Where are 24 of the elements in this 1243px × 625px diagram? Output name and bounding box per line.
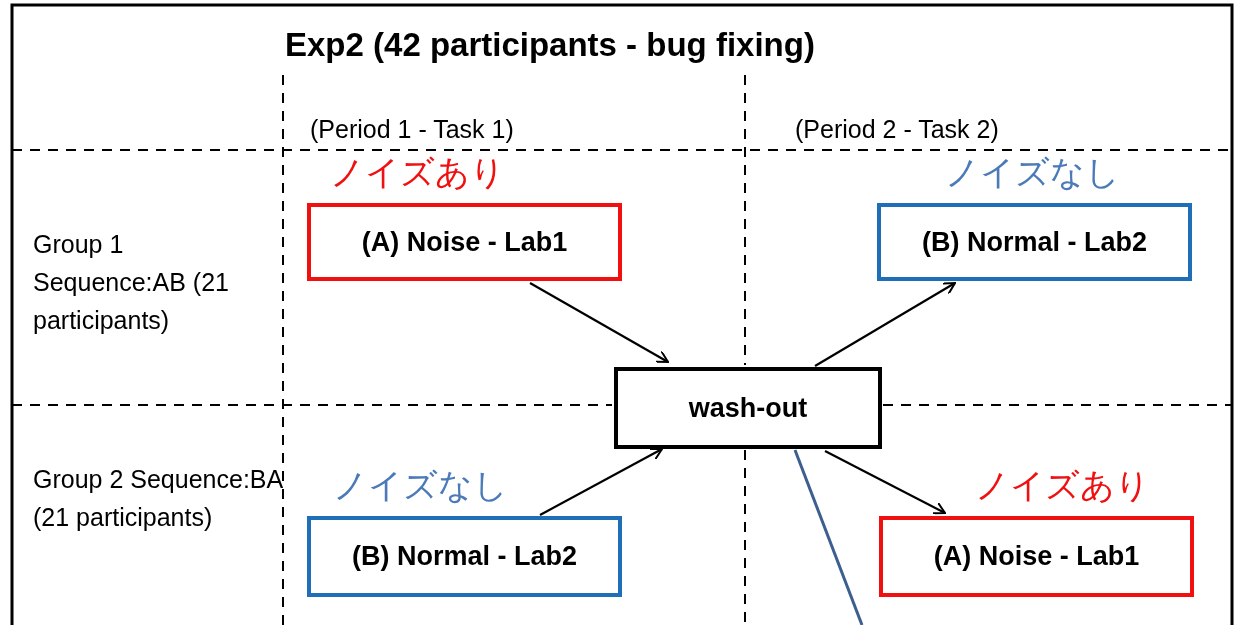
process-box [307, 516, 622, 597]
node-label: (A) Noise - Lab1 [933, 541, 1140, 572]
annotation-label: ノイズなし [333, 464, 508, 507]
process-box [307, 203, 622, 281]
arrow [824, 450, 946, 515]
row-header: Group 2 Sequence:BA (21 participants) [33, 464, 283, 533]
process-box [879, 516, 1194, 597]
column-header: (Period 1 - Task 1) [310, 114, 514, 145]
arrow [814, 282, 956, 367]
diagram-title: Exp2 (42 participants - bug fixing) [285, 26, 815, 64]
annotation-label: ノイズあり [975, 464, 1150, 507]
node-label: (B) Normal - Lab2 [352, 541, 577, 572]
process-box [877, 203, 1192, 281]
row-header: Group 1 Sequence:AB (21 participants) [33, 229, 230, 336]
node-label: (B) Normal - Lab2 [922, 226, 1147, 258]
process-box [614, 367, 882, 449]
arrow [539, 447, 663, 516]
column-header: (Period 2 - Task 2) [795, 114, 999, 145]
annotation-label: ノイズあり [330, 151, 505, 194]
node-label: wash-out [688, 392, 808, 424]
arrow [529, 282, 669, 363]
annotation-label: ノイズなし [945, 151, 1120, 194]
node-label: (A) Noise - Lab1 [361, 226, 568, 258]
connector-line [793, 449, 864, 625]
